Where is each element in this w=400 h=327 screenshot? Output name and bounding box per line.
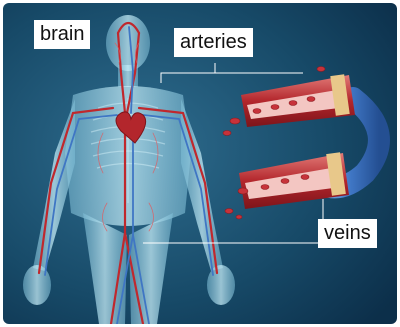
veins-label: veins [318, 219, 377, 248]
left-hand [23, 265, 51, 305]
arteries-label: arteries [174, 28, 253, 57]
brain-label: brain [34, 20, 90, 49]
right-hand [207, 265, 235, 305]
